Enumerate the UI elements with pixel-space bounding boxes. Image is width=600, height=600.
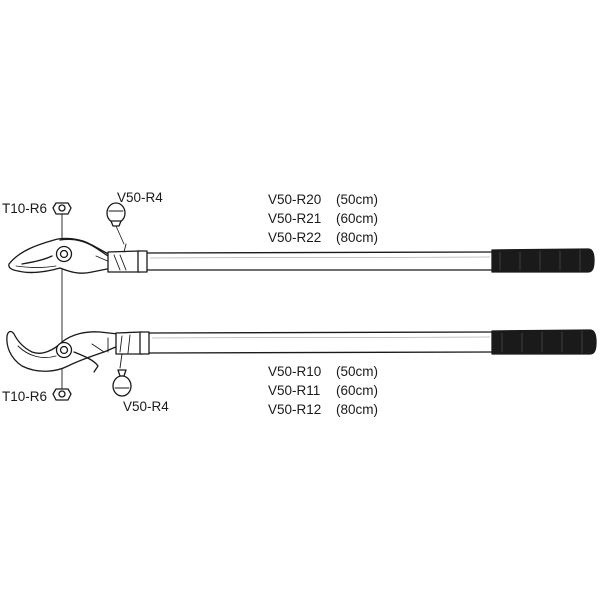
part-code: V50-R21 [268, 211, 322, 226]
lower-nut-icon [52, 388, 72, 401]
upper-grip [491, 248, 595, 273]
top-bolt-label: V50-R4 [117, 190, 163, 205]
part-code: V50-R10 [268, 364, 322, 379]
upper-handle-part-list: V50-R20 (50cm) V50-R21 (60cm) V50-R22 (80cm… [268, 190, 378, 247]
part-size: (50cm) [336, 364, 379, 379]
upper-ferrule [107, 243, 148, 273]
part-size: (60cm) [336, 211, 379, 226]
part-code: V50-R20 [268, 192, 322, 207]
lower-handle-tube [148, 331, 494, 354]
upper-nut-icon [52, 202, 72, 215]
upper-bolt-icon [106, 202, 126, 245]
lower-handle-part-list: V50-R10 (50cm) V50-R11 (60cm) V50-R12 (80cm… [268, 362, 378, 419]
part-code: V50-R12 [268, 402, 322, 417]
lower-anvil-blade [6, 330, 119, 373]
lower-grip [491, 329, 597, 355]
upper-part-row: V50-R22 (80cm) [268, 228, 378, 247]
top-nut-label: T10-R6 [2, 201, 48, 216]
upper-handle-tube [146, 251, 494, 271]
upper-part-row: V50-R20 (50cm) [268, 190, 378, 209]
lower-part-row: V50-R10 (50cm) [268, 362, 378, 381]
part-size: (50cm) [336, 192, 379, 207]
bottom-nut-label: T10-R6 [2, 389, 48, 404]
part-size: (60cm) [336, 383, 379, 398]
upper-bypass-blade [8, 237, 113, 274]
lower-part-row: V50-R12 (80cm) [268, 400, 378, 419]
lower-bolt-icon [112, 369, 132, 397]
part-code: V50-R22 [268, 230, 322, 245]
lower-ferrule [115, 331, 150, 369]
lower-part-row: V50-R11 (60cm) [268, 381, 378, 400]
bottom-bolt-label: V50-R4 [123, 399, 169, 414]
upper-part-row: V50-R21 (60cm) [268, 209, 378, 228]
part-size: (80cm) [336, 230, 379, 245]
part-size: (80cm) [336, 402, 379, 417]
part-code: V50-R11 [268, 383, 321, 398]
